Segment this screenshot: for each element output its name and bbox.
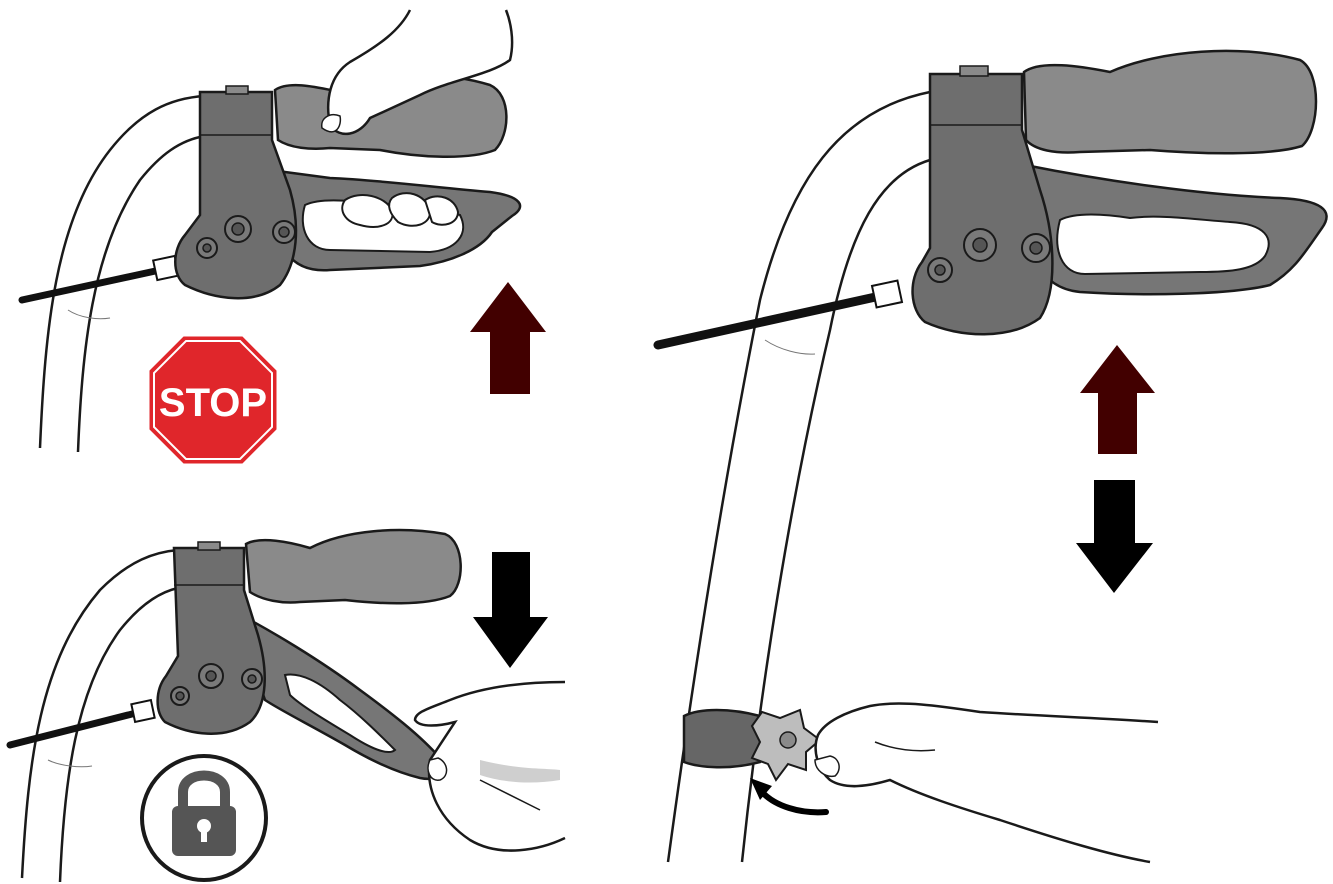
hand [816, 704, 1158, 862]
padlock-icon [142, 756, 266, 880]
tension-adjuster-clamp [684, 710, 760, 767]
brake-cable [658, 296, 880, 345]
stop-sign-text: STOP [159, 381, 267, 425]
arrow-down-icon [1076, 480, 1153, 593]
brake-lever [235, 612, 444, 779]
rotate-arrow-icon [762, 792, 826, 812]
panel-tension-adjustment [658, 51, 1327, 862]
arrow-up-icon [470, 282, 546, 394]
arrow-up-icon [1080, 345, 1155, 454]
panel-parking-lock [10, 530, 565, 882]
stop-sign-icon: STOP [148, 335, 278, 465]
panel-brake-applied: STOP [22, 10, 546, 465]
hand-grip [1024, 51, 1316, 153]
arrow-down-icon [473, 552, 548, 668]
brake-cable [22, 270, 160, 300]
hand-grip [246, 530, 461, 603]
